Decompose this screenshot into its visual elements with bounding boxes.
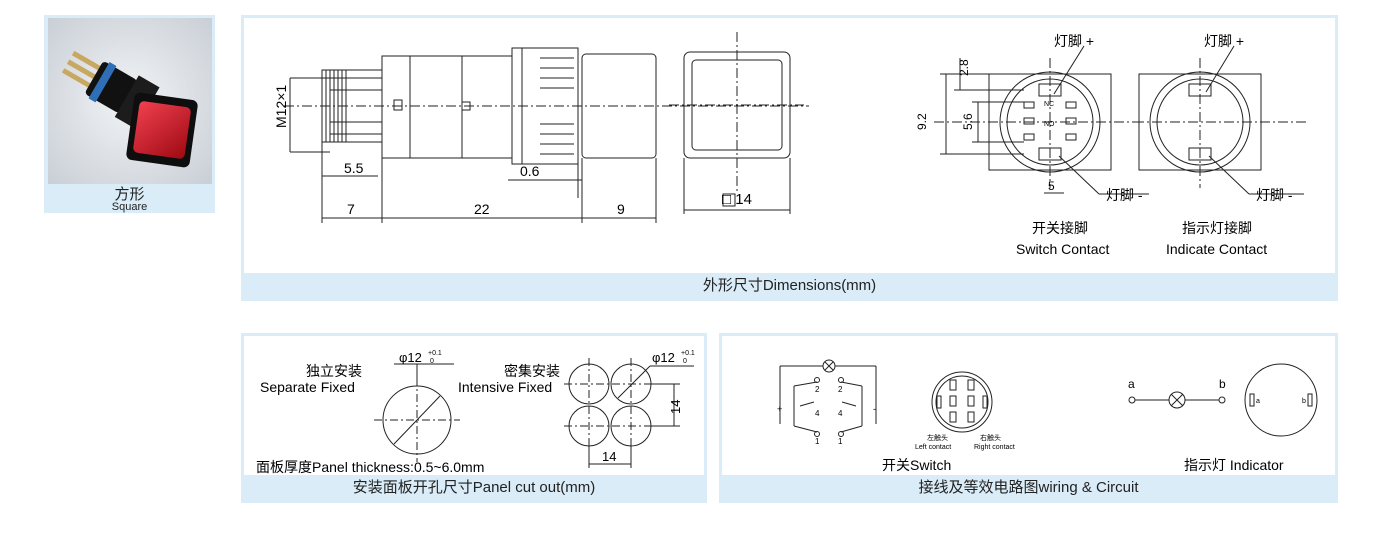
dim-14-horizontal: 14 <box>602 449 616 464</box>
indicator-node-b: b <box>1219 377 1226 391</box>
switch-node-2a: 2 <box>815 385 820 394</box>
thumbnail-label-en: Square <box>111 201 148 213</box>
indicator-label: 指示灯 Indicator <box>1184 457 1284 473</box>
nc-label: NC <box>1044 101 1054 108</box>
separate-fixed-en: Separate Fixed <box>260 379 355 395</box>
switch-node-2b: 2 <box>838 385 843 394</box>
dim-2-8-label: 2.8 <box>957 59 971 76</box>
dimensions-caption: 外形尺寸Dimensions(mm) <box>244 273 1335 298</box>
wiring-drawing: 2 4 1 2 4 1 + - 左触头 Left contact 右触头 Rig… <box>777 359 1318 473</box>
dim-5-6-label: 5.6 <box>961 113 975 130</box>
tol-up-2: +0.1 <box>681 350 695 357</box>
tol-up-1: +0.1 <box>428 350 442 357</box>
dimensions-drawing: M12×1 5.5 0.6 7 22 9 □ 14 2.8 9.2 5.6 5 … <box>273 32 1309 257</box>
right-contact-cn: 右触头 <box>980 433 1001 442</box>
separate-fixed-cn: 独立安装 <box>306 363 362 379</box>
intensive-fixed-en: Intensive Fixed <box>458 379 552 395</box>
dim-14-vertical: 14 <box>668 400 683 414</box>
lamp-plus-label-1: 灯脚 + <box>1054 33 1094 49</box>
switch-plus: + <box>777 404 782 414</box>
dim-9-2-label: 9.2 <box>915 113 929 130</box>
indicate-contact-cn: 指示灯接脚 <box>1182 220 1252 236</box>
dim-7-label: 7 <box>347 201 355 217</box>
switch-node-4b: 4 <box>838 409 843 418</box>
dim-square-label: □ 14 <box>722 191 752 208</box>
dim-22-label: 22 <box>474 201 490 217</box>
indicator-pin-a: a <box>1256 398 1260 405</box>
no-label: NO <box>1044 121 1055 128</box>
phi-label-1: φ12 <box>399 350 422 365</box>
lamp-plus-label-2: 灯脚 + <box>1204 33 1244 49</box>
wiring-panel: 2 4 1 2 4 1 + - 左触头 Left contact 右触头 Rig… <box>719 333 1338 503</box>
dim-9-label: 9 <box>617 201 625 217</box>
panel-cutout-drawing: 独立安装 Separate Fixed 密集安装 Intensive Fixed… <box>256 350 695 475</box>
indicator-pin-b: b <box>1302 398 1306 405</box>
switch-label: 开关Switch <box>882 457 951 473</box>
product-photo <box>48 18 212 184</box>
dimensions-panel: M12×1 5.5 0.6 7 22 9 □ 14 2.8 9.2 5.6 5 … <box>241 15 1338 301</box>
tol-down-1: 0 <box>430 358 434 365</box>
intensive-fixed-cn: 密集安装 <box>504 363 560 379</box>
switch-node-4a: 4 <box>815 409 820 418</box>
indicate-contact-en: Indicate Contact <box>1166 241 1267 257</box>
panel-cutout-caption: 安装面板开孔尺寸Panel cut out(mm) <box>244 475 704 500</box>
dim-5-label: 5 <box>1048 179 1055 193</box>
switch-contact-en: Switch Contact <box>1016 241 1109 257</box>
indicator-node-a: a <box>1128 377 1135 391</box>
thumbnail-label-cn: 方形 <box>114 186 145 203</box>
switch-minus: - <box>873 404 876 414</box>
dim-0-6-label: 0.6 <box>520 163 540 179</box>
right-contact-en: Right contact <box>974 444 1015 451</box>
dim-5-5-label: 5.5 <box>344 160 364 176</box>
panel-thickness: 面板厚度Panel thickness:0.5~6.0mm <box>256 459 484 475</box>
phi-label-2: φ12 <box>652 350 675 365</box>
switch-contact-cn: 开关接脚 <box>1032 220 1088 236</box>
switch-node-1b: 1 <box>838 437 843 446</box>
lamp-minus-label-2: 灯脚 - <box>1256 187 1293 203</box>
dim-thread-label: M12×1 <box>273 85 289 128</box>
tol-down-2: 0 <box>683 358 687 365</box>
panel-cutout-panel: 独立安装 Separate Fixed 密集安装 Intensive Fixed… <box>241 333 707 503</box>
left-contact-cn: 左触头 <box>927 433 948 442</box>
wiring-caption: 接线及等效电路图wiring & Circuit <box>722 475 1335 500</box>
switch-node-1a: 1 <box>815 437 820 446</box>
left-contact-en: Left contact <box>915 444 951 451</box>
product-thumbnail: 方形 Square <box>44 15 215 213</box>
lamp-minus-label-1: 灯脚 - <box>1106 187 1143 203</box>
